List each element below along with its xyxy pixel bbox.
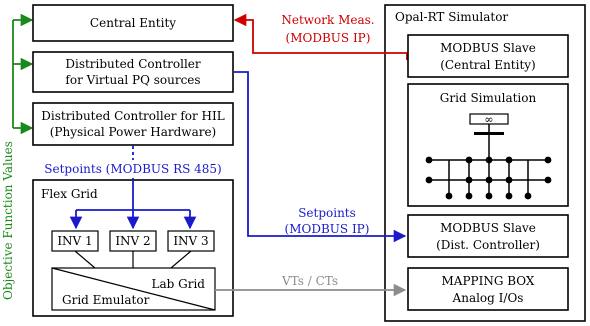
grid-node	[485, 176, 493, 184]
grid-node	[465, 156, 473, 164]
network-meas-arrow	[233, 13, 408, 60]
modbus-slave-central-box	[407, 34, 569, 78]
grid-node	[485, 192, 493, 200]
grid-node	[465, 192, 473, 200]
modbus-slave-central-line2: (Central Entity)	[440, 58, 536, 72]
setpoints-ip-arrow	[234, 71, 407, 243]
grid-network-diagram: ∞	[425, 113, 552, 200]
vts-cts-label: VTs / CTs	[281, 274, 338, 288]
flex-grid-title: Flex Grid	[41, 187, 98, 201]
opal-rt-title: Opal-RT Simulator	[395, 10, 508, 24]
infinity-symbol: ∞	[484, 113, 493, 126]
grid-node	[544, 156, 552, 164]
grid-node	[505, 192, 513, 200]
modbus-slave-dist-line1: MODBUS Slave	[440, 221, 536, 235]
network-meas-line2: (MODBUS IP)	[286, 31, 371, 45]
grid-emulator-diagonal	[51, 267, 216, 311]
grid-node	[544, 176, 552, 184]
inverter-1-label: INV 1	[57, 234, 92, 248]
lab-grid-label: Lab Grid	[152, 277, 206, 291]
grid-node	[445, 192, 453, 200]
inverter-2-label: INV 2	[115, 234, 150, 248]
dist-controller-pq-line2: for Virtual PQ sources	[65, 73, 200, 87]
grid-emulator-label: Grid Emulator	[62, 293, 150, 307]
mapping-box-line1: MAPPING BOX	[442, 274, 535, 288]
grid-node	[425, 156, 433, 164]
objective-function-connector	[12, 13, 34, 135]
grid-node	[524, 192, 532, 200]
modbus-slave-dist-box	[407, 214, 569, 258]
grid-node	[425, 176, 433, 184]
dist-controller-hil-line1: Distributed Controller for HIL	[41, 109, 225, 123]
setpoints-rs485-label: Setpoints (MODBUS RS 485)	[44, 162, 221, 176]
grid-simulation-label: Grid Simulation	[440, 91, 537, 105]
dist-controller-hil-box	[32, 102, 234, 146]
grid-simulation-box	[407, 83, 569, 207]
transformer-bar	[474, 132, 504, 135]
grid-node	[505, 156, 513, 164]
grid-node	[465, 176, 473, 184]
central-entity-label: Central Entity	[90, 16, 176, 30]
dist-controller-hil-line2: (Physical Power Hardware)	[50, 125, 217, 139]
mapping-box-line2: Analog I/Os	[452, 291, 524, 305]
modbus-slave-dist-line2: (Dist. Controller)	[436, 238, 540, 252]
setpoints-ip-line2: (MODBUS IP)	[285, 222, 370, 236]
network-meas-line1: Network Meas.	[281, 13, 374, 27]
setpoints-ip-line1: Setpoints	[298, 206, 356, 220]
inverter-connection-lines	[74, 250, 192, 269]
mapping-box	[407, 267, 569, 311]
central-entity-box	[32, 4, 234, 42]
inverter-3-label: INV 3	[173, 234, 208, 248]
modbus-slave-central-line1: MODBUS Slave	[440, 41, 536, 55]
objective-function-label: Objective Function Values	[1, 141, 15, 300]
dist-controller-pq-line1: Distributed Controller	[65, 57, 201, 71]
grid-node	[485, 156, 493, 164]
dist-controller-pq-box	[32, 51, 234, 93]
grid-node	[505, 176, 513, 184]
rs485-distribution-arrows	[69, 178, 197, 230]
